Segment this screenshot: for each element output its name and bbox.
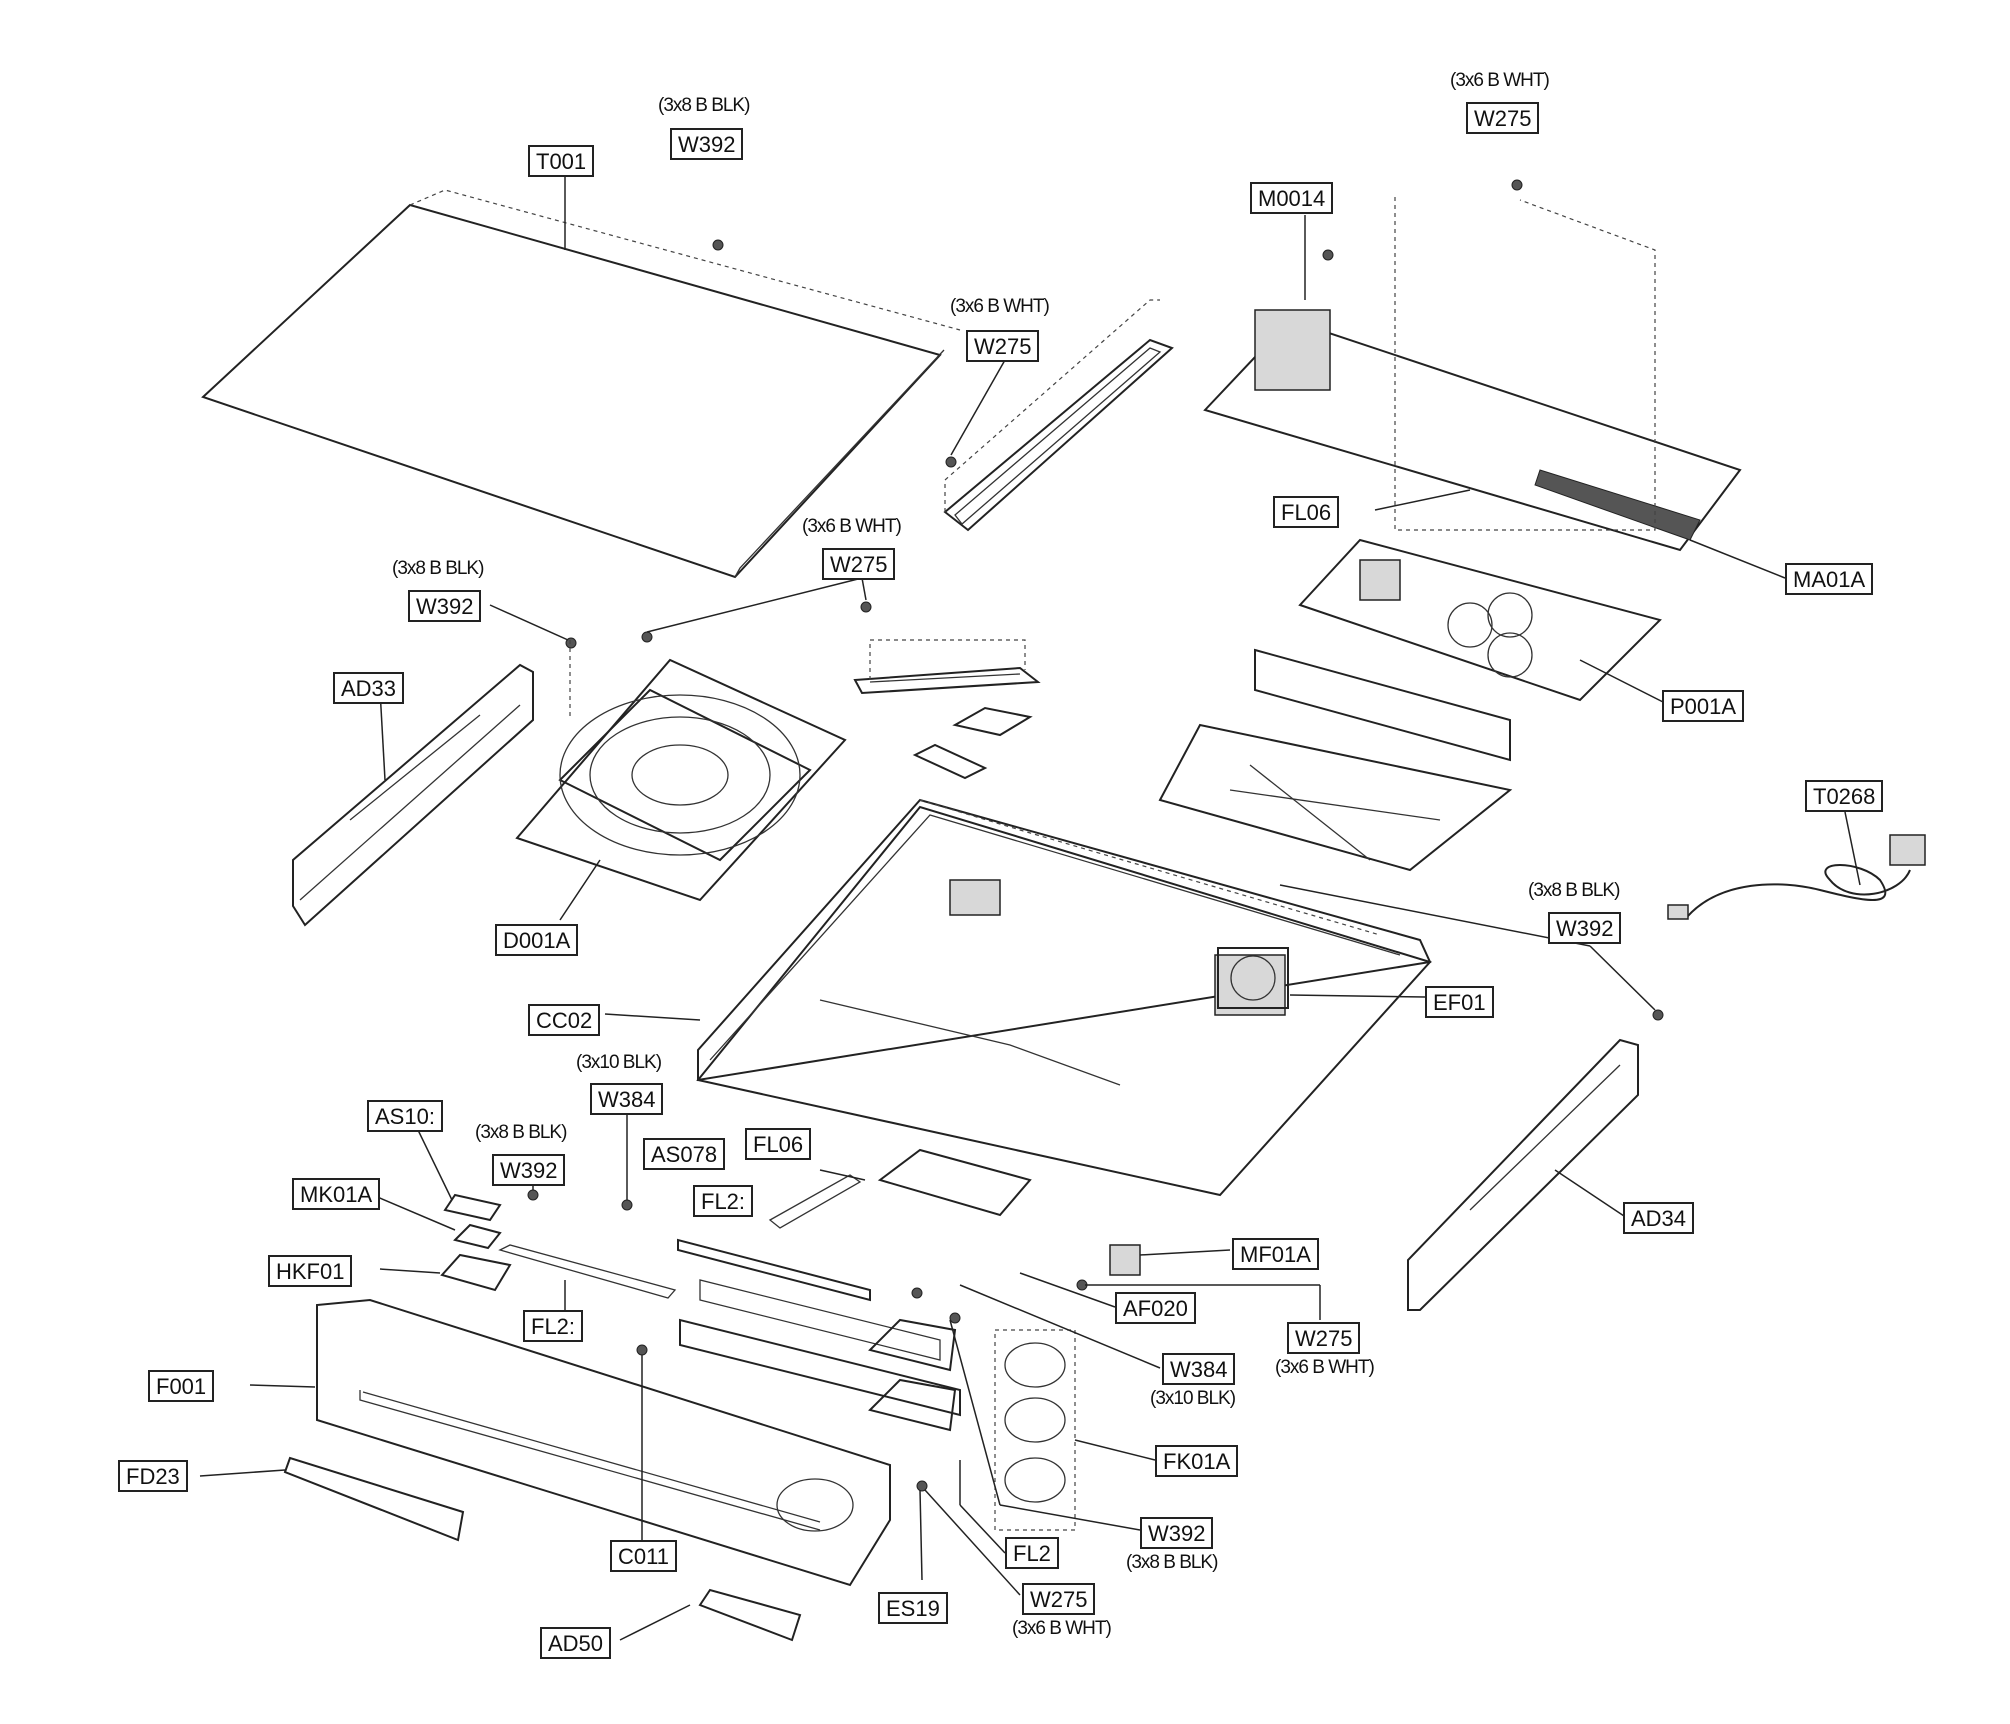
label-ad33: AD33 (333, 672, 405, 704)
label-f001: F001 (148, 1370, 215, 1402)
label-fl2-mid: FL2: (523, 1310, 584, 1342)
right-side-panel-part (1407, 1038, 1639, 1311)
label-w384-top: W384 (590, 1083, 664, 1115)
top-cover-part (201, 162, 961, 579)
label-fl06-front: FL06 (745, 1128, 812, 1160)
disc-drive-part (515, 640, 847, 921)
label-w275-upper-mid: W275 (966, 330, 1040, 362)
label-w275-top-right: W275 (1466, 102, 1540, 134)
label-fl2-upper: FL2: (693, 1185, 754, 1217)
label-p001a: P001A (1662, 690, 1745, 722)
label-as078: AS078 (643, 1138, 726, 1170)
label-fl06-right: FL06 (1273, 496, 1340, 528)
leader-lines (489, 215, 1656, 1596)
label-m0014: M0014 (1250, 182, 1334, 214)
ad50-strip-part (619, 1588, 802, 1642)
spec-w275-top-right: (3x6 B WHT) (1450, 70, 1550, 91)
label-w392-front-left: W392 (492, 1154, 566, 1186)
power-board-part (1298, 538, 1666, 704)
label-fd23: FD23 (118, 1460, 188, 1492)
label-af020: AF020 (1115, 1292, 1196, 1324)
label-w384-bottom: W384 (1162, 1353, 1236, 1385)
left-side-panel-part (292, 663, 534, 927)
label-mf01a: MF01A (1232, 1238, 1319, 1270)
label-c011: C011 (610, 1540, 677, 1572)
label-ad34: AD34 (1623, 1202, 1695, 1234)
label-w275-bottom: W275 (1022, 1583, 1096, 1615)
spec-w392-left: (3x8 B BLK) (392, 558, 484, 579)
label-ef01: EF01 (1425, 986, 1494, 1018)
front-panel-part (249, 1298, 891, 1587)
upper-rail-bracket-part (943, 299, 1174, 532)
fd23-window-part (199, 1456, 465, 1542)
knob-set-part (994, 1329, 1156, 1531)
flat-cables (498, 1169, 866, 1310)
spec-w392-top: (3x8 B BLK) (658, 95, 750, 116)
label-hkf01: HKF01 (268, 1255, 353, 1287)
spec-w275-mid: (3x6 B WHT) (802, 516, 902, 537)
label-es19: ES19 (878, 1592, 948, 1624)
main-chassis-part (604, 798, 1432, 1197)
small-plates-part (912, 706, 1033, 780)
spec-w392-right: (3x8 B BLK) (1528, 880, 1620, 901)
power-shield-part (1158, 648, 1513, 872)
label-d001a: D001A (495, 924, 579, 956)
label-ad50: AD50 (540, 1627, 612, 1659)
label-ma01a: MA01A (1785, 563, 1874, 595)
label-t001: T001 (528, 145, 595, 177)
label-w392-left: W392 (408, 590, 482, 622)
screw-markers (527, 179, 1664, 1492)
fan-part (1217, 947, 1426, 1009)
label-as10: AS10: (367, 1100, 443, 1132)
front-board-part (677, 1238, 961, 1432)
spec-w392-front-left: (3x8 B BLK) (475, 1122, 567, 1143)
label-t0268: T0268 (1805, 780, 1884, 812)
label-mk01a: MK01A (292, 1178, 381, 1210)
label-fk01a: FK01A (1155, 1445, 1239, 1477)
label-w275-front-right: W275 (1287, 1322, 1361, 1354)
spec-w275-front-right: (3x6 B WHT) (1275, 1357, 1375, 1378)
spec-w392-bottom: (3x8 B BLK) (1126, 1552, 1218, 1573)
label-w392-top: W392 (670, 128, 744, 160)
label-w275-mid: W275 (822, 548, 896, 580)
label-fl2-bottom: FL2 (1005, 1537, 1059, 1569)
label-cc02: CC02 (528, 1004, 601, 1036)
spec-w384-top: (3x10 BLK) (576, 1052, 662, 1073)
spec-w275-bottom: (3x6 B WHT) (1012, 1618, 1112, 1639)
label-w392-right: W392 (1548, 912, 1622, 944)
mf01a-part (877, 1148, 1231, 1276)
label-w392-bottom: W392 (1140, 1517, 1214, 1549)
small-rail-part (853, 639, 1041, 695)
main-board-part (1203, 197, 1786, 579)
power-cord-part (1667, 811, 1926, 920)
spec-w275-upper-mid: (3x6 B WHT) (950, 296, 1050, 317)
spec-w384-bottom: (3x10 BLK) (1150, 1388, 1236, 1409)
headphone-board-parts (374, 1129, 512, 1292)
